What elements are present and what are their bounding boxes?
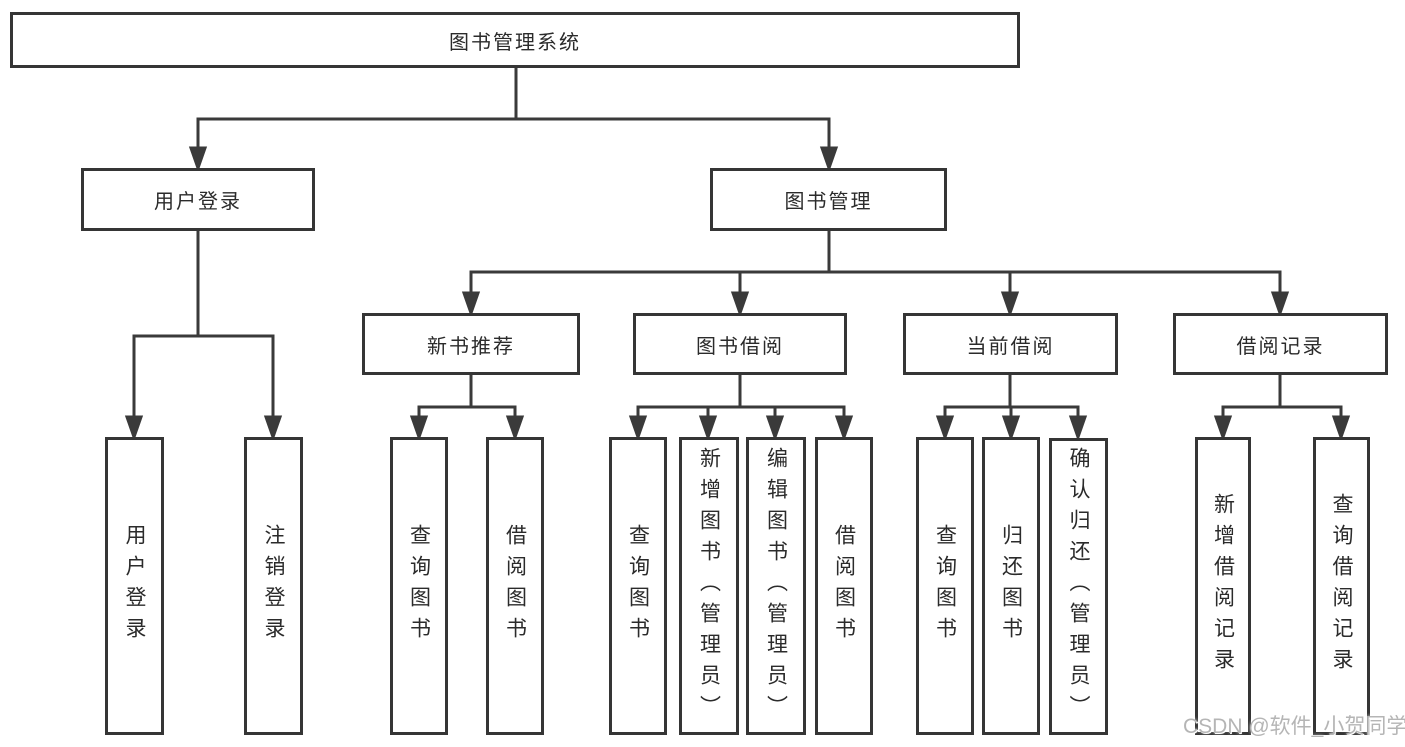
arrow-icon xyxy=(263,415,283,442)
node-book-borrowing: 图书借阅 xyxy=(633,313,847,375)
leaf-bb-borrow-books: 借阅图书 xyxy=(815,437,873,735)
arrow-icon xyxy=(461,291,481,318)
leaf-rec-query-books: 查询图书 xyxy=(390,437,448,735)
node-current-borrowing-label: 当前借阅 xyxy=(966,335,1055,358)
leaf-cb-return-books: 归还图书 xyxy=(982,437,1040,735)
connector-bookborrow-to-leaves xyxy=(628,375,854,442)
node-user-login: 用户登录 xyxy=(81,168,315,231)
connector-userlogin-to-leaves xyxy=(124,231,283,442)
arrow-icon xyxy=(765,415,785,442)
arrow-icon xyxy=(1270,291,1290,318)
leaf-bb-edit-books-admin: 编辑图书（管理员） xyxy=(746,437,806,735)
node-book-borrowing-label: 图书借阅 xyxy=(696,335,784,358)
leaf-br-query-record: 查询借阅记录 xyxy=(1313,437,1370,735)
leaf-user-login: 用户登录 xyxy=(105,437,164,735)
connector-borrowrecords-to-leaves xyxy=(1213,375,1351,442)
arrow-icon xyxy=(935,415,955,442)
node-new-book-recommendation-label: 新书推荐 xyxy=(427,335,515,358)
arrow-icon xyxy=(188,146,208,173)
leaf-bb-borrow-books-label: 借阅图书 xyxy=(832,524,856,648)
arrow-icon xyxy=(409,415,429,442)
arrow-icon xyxy=(1068,415,1088,442)
leaf-bb-query-books-label: 查询图书 xyxy=(626,524,650,648)
leaf-br-query-record-label: 查询借阅记录 xyxy=(1330,493,1353,679)
arrow-icon xyxy=(834,415,854,442)
leaf-logout: 注销登录 xyxy=(244,437,303,735)
arrow-icon xyxy=(1000,291,1020,318)
leaf-bb-edit-books-admin-label: 编辑图书（管理员） xyxy=(764,446,788,726)
node-root: 图书管理系统 xyxy=(10,12,1020,68)
leaf-cb-query-books: 查询图书 xyxy=(916,437,974,735)
leaf-cb-return-books-label: 归还图书 xyxy=(999,524,1023,648)
connector-root-to-level2 xyxy=(188,68,839,173)
leaf-user-login-label: 用户登录 xyxy=(123,524,146,648)
node-book-management: 图书管理 xyxy=(710,168,947,231)
node-book-management-label: 图书管理 xyxy=(784,191,873,213)
watermark-text: CSDN @软件_小贺同学 xyxy=(1183,715,1405,738)
leaf-bb-add-books-admin-label: 新增图书（管理员） xyxy=(697,446,721,726)
node-borrowing-records-label: 借阅记录 xyxy=(1236,335,1325,358)
leaf-rec-borrow-books-label: 借阅图书 xyxy=(503,524,527,648)
node-current-borrowing: 当前借阅 xyxy=(903,313,1118,375)
arrow-icon xyxy=(730,291,750,318)
arrow-icon xyxy=(124,415,144,442)
connector-currentborrow-to-leaves xyxy=(935,375,1088,442)
arrow-icon xyxy=(698,415,718,442)
leaf-bb-query-books: 查询图书 xyxy=(609,437,667,735)
node-new-book-recommendation: 新书推荐 xyxy=(362,313,580,375)
arrow-icon xyxy=(1213,415,1233,442)
arrow-icon xyxy=(1001,415,1021,442)
leaf-br-add-record: 新增借阅记录 xyxy=(1195,437,1251,735)
leaf-bb-add-books-admin: 新增图书（管理员） xyxy=(679,437,739,735)
leaf-rec-query-books-label: 查询图书 xyxy=(407,524,431,648)
connector-newbookrec-to-leaves xyxy=(409,375,525,442)
leaf-cb-confirm-return-admin-label: 确认归还（管理员） xyxy=(1067,447,1090,726)
node-user-login-label: 用户登录 xyxy=(154,191,242,213)
arrow-icon xyxy=(505,415,525,442)
leaf-cb-query-books-label: 查询图书 xyxy=(933,524,957,648)
leaf-logout-label: 注销登录 xyxy=(262,524,285,648)
arrow-icon xyxy=(1331,415,1351,442)
leaf-cb-confirm-return-admin: 确认归还（管理员） xyxy=(1049,438,1108,735)
arrow-icon xyxy=(819,146,839,173)
arrow-icon xyxy=(628,415,648,442)
connector-bookmgmt-to-level3 xyxy=(461,231,1290,318)
leaf-rec-borrow-books: 借阅图书 xyxy=(486,437,544,735)
node-root-label: 图书管理系统 xyxy=(449,31,581,54)
node-borrowing-records: 借阅记录 xyxy=(1173,313,1388,375)
leaf-br-add-record-label: 新增借阅记录 xyxy=(1211,493,1235,679)
